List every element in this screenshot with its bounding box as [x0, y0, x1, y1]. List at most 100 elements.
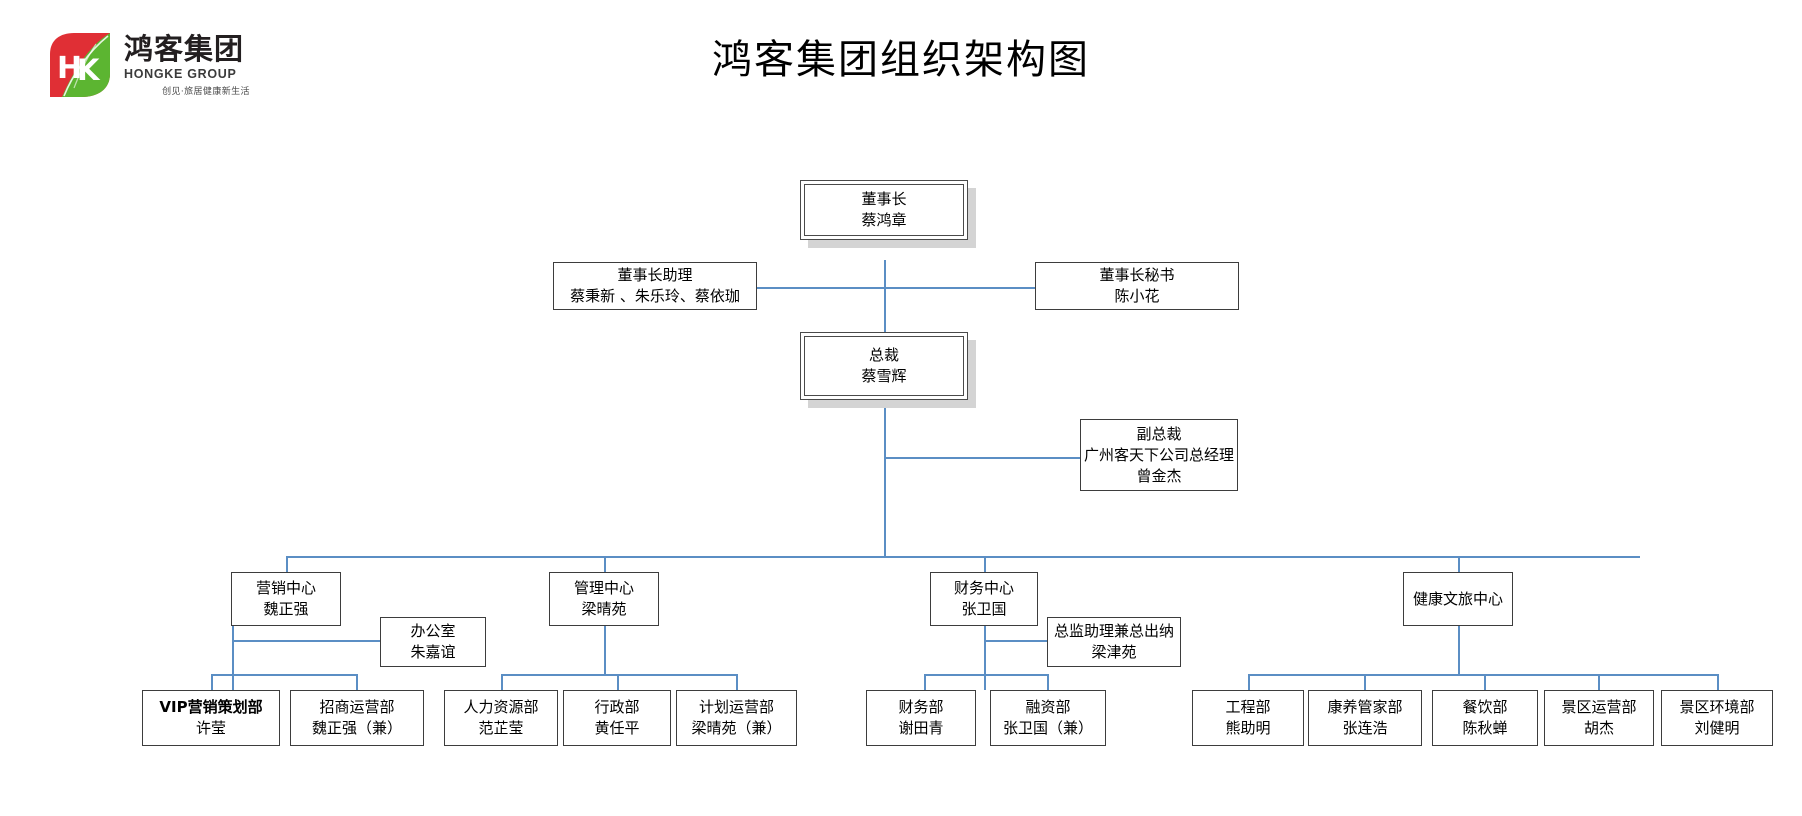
node-finance-center-title: 财务中心 — [953, 579, 1014, 597]
node-office[interactable]: 办公室 朱嘉谊 — [380, 617, 486, 667]
node-health-care-dept-title: 康养管家部 — [1327, 698, 1403, 716]
company-logo: H K 鸿客集团 HONGKE GROUP 创见·旅居健康新生活 — [48, 32, 288, 112]
node-scenic-environment-dept-title: 景区环境部 — [1679, 698, 1755, 716]
connector-mkt-down — [232, 613, 234, 690]
node-admin-dept[interactable]: 行政部 黄任平 — [563, 690, 671, 746]
logo-slogan: 创见·旅居健康新生活 — [162, 87, 250, 97]
node-chairman[interactable]: 董事长 蔡鸿章 — [800, 180, 968, 240]
node-investment-operations-dept-title: 招商运营部 — [319, 698, 395, 716]
connector-health-dept-env — [1717, 674, 1719, 690]
node-investment-operations-dept[interactable]: 招商运营部 魏正强（兼） — [290, 690, 424, 746]
node-marketing-center-title: 营销中心 — [255, 579, 316, 597]
node-chairman-assistant-title: 董事长助理 — [617, 266, 693, 284]
node-engineering-dept-name: 熊助明 — [1225, 719, 1271, 737]
node-vip-marketing-dept-title: VIP营销策划部 — [159, 698, 263, 716]
node-finance-dept[interactable]: 财务部 谢田青 — [866, 690, 976, 746]
connector-health-dept-care — [1364, 674, 1366, 690]
node-scenic-environment-dept-name: 刘健明 — [1694, 719, 1740, 737]
connector-center-mkt-drop — [286, 556, 288, 573]
node-funding-dept[interactable]: 融资部 张卫国（兼） — [990, 690, 1106, 746]
node-chairman-secretary-name: 陈小花 — [1114, 287, 1160, 305]
connector-fin-asst — [984, 640, 1047, 642]
connector-health-dept-eng — [1248, 674, 1250, 690]
node-finance-center[interactable]: 财务中心 张卫国 — [930, 572, 1038, 626]
node-management-center-name: 梁晴苑 — [581, 600, 627, 618]
connector-mgmt-depts-bar — [501, 674, 737, 676]
node-finance-assistant-name: 梁津苑 — [1091, 643, 1137, 661]
node-vice-president-name: 曾金杰 — [1136, 466, 1182, 485]
connector-center-fin-drop — [984, 556, 986, 573]
node-hr-dept-name: 范芷莹 — [478, 719, 524, 737]
connector-mgmt-down — [604, 613, 606, 674]
node-finance-dept-name: 谢田青 — [898, 719, 944, 737]
node-marketing-center[interactable]: 营销中心 魏正强 — [231, 572, 341, 626]
node-vice-president[interactable]: 副总裁 广州客天下公司总经理 曾金杰 — [1080, 419, 1238, 491]
connector-fin-dept-finance — [924, 674, 926, 690]
connector-mkt-office — [232, 640, 380, 642]
node-funding-dept-name: 张卫国（兼） — [1002, 719, 1093, 737]
connector-president-trunk — [884, 400, 886, 556]
connector-assistant-secretary-bar — [756, 287, 1036, 289]
node-office-title: 办公室 — [410, 622, 456, 640]
svg-text:H: H — [57, 51, 82, 86]
node-engineering-dept-title: 工程部 — [1225, 698, 1271, 716]
connector-center-mgmt-drop — [604, 556, 606, 573]
connector-mgmt-dept-admin — [617, 674, 619, 690]
node-president-title: 总裁 — [868, 346, 899, 364]
connector-fin-down — [984, 613, 986, 690]
node-health-care-dept-name: 张连浩 — [1342, 719, 1388, 737]
node-admin-dept-title: 行政部 — [594, 698, 640, 716]
node-vice-president-title: 副总裁 — [1136, 424, 1182, 443]
connector-chairman-down — [884, 260, 886, 288]
connector-health-dept-scenic — [1598, 674, 1600, 690]
node-chairman-name: 蔡鸿章 — [861, 211, 907, 229]
node-finance-assistant-title: 总监助理兼总出纳 — [1053, 622, 1174, 640]
node-engineering-dept[interactable]: 工程部 熊助明 — [1192, 690, 1304, 746]
node-vip-marketing-dept-name: 许莹 — [195, 719, 226, 737]
connector-mgmt-dept-plan — [736, 674, 738, 690]
node-marketing-center-name: 魏正强 — [263, 600, 309, 618]
node-scenic-operations-dept-title: 景区运营部 — [1561, 698, 1637, 716]
logo-chinese-name: 鸿客集团 — [124, 32, 245, 66]
node-investment-operations-dept-name: 魏正强（兼） — [311, 719, 402, 737]
page-title: 鸿客集团组织架构图 — [712, 37, 1090, 83]
node-catering-dept[interactable]: 餐饮部 陈秋蝉 — [1432, 690, 1538, 746]
node-hr-dept-title: 人力资源部 — [463, 698, 539, 716]
connector-health-dept-food — [1484, 674, 1486, 690]
node-planning-operations-dept[interactable]: 计划运营部 梁晴苑（兼） — [676, 690, 797, 746]
connector-fin-depts-bar — [924, 674, 1048, 676]
node-planning-operations-dept-title: 计划运营部 — [698, 698, 774, 716]
node-chairman-secretary[interactable]: 董事长秘书 陈小花 — [1035, 262, 1239, 310]
node-catering-dept-name: 陈秋蝉 — [1462, 719, 1508, 737]
node-management-center-title: 管理中心 — [573, 579, 634, 597]
node-health-care-dept[interactable]: 康养管家部 张连浩 — [1308, 690, 1422, 746]
node-scenic-operations-dept-name: 胡杰 — [1583, 719, 1614, 737]
node-chairman-assistant[interactable]: 董事长助理 蔡秉新 、朱乐玲、蔡依珈 — [553, 262, 757, 310]
node-chairman-assistant-name: 蔡秉新 、朱乐玲、蔡依珈 — [570, 287, 740, 305]
connector-health-depts-bar — [1248, 674, 1718, 676]
connector-president-vp — [884, 457, 1080, 459]
svg-text:K: K — [77, 53, 101, 87]
logo-english-name: HONGKE GROUP — [124, 67, 237, 81]
connector-center-health-drop — [1458, 556, 1460, 573]
node-health-center[interactable]: 健康文旅中心 — [1403, 572, 1513, 626]
logo-leaf-mark: H K — [50, 33, 110, 97]
node-planning-operations-dept-name: 梁晴苑（兼） — [691, 719, 782, 737]
logo-wordmark: 鸿客集团 HONGKE GROUP 创见·旅居健康新生活 — [124, 32, 288, 98]
connector-health-down — [1458, 613, 1460, 674]
node-finance-center-name: 张卫国 — [961, 600, 1007, 618]
node-scenic-operations-dept[interactable]: 景区运营部 胡杰 — [1544, 690, 1654, 746]
node-management-center[interactable]: 管理中心 梁晴苑 — [549, 572, 659, 626]
node-health-center-title: 健康文旅中心 — [1412, 589, 1503, 608]
node-admin-dept-name: 黄任平 — [594, 719, 640, 737]
node-finance-assistant[interactable]: 总监助理兼总出纳 梁津苑 — [1047, 617, 1181, 667]
node-finance-dept-title: 财务部 — [898, 698, 944, 716]
node-scenic-environment-dept[interactable]: 景区环境部 刘健明 — [1661, 690, 1773, 746]
node-office-name: 朱嘉谊 — [410, 643, 456, 661]
node-hr-dept[interactable]: 人力资源部 范芷莹 — [444, 690, 558, 746]
node-president-name: 蔡雪辉 — [861, 367, 907, 385]
node-president[interactable]: 总裁 蔡雪辉 — [800, 332, 968, 400]
node-vip-marketing-dept[interactable]: VIP营销策划部 许莹 — [142, 690, 280, 746]
node-catering-dept-title: 餐饮部 — [1462, 698, 1508, 716]
